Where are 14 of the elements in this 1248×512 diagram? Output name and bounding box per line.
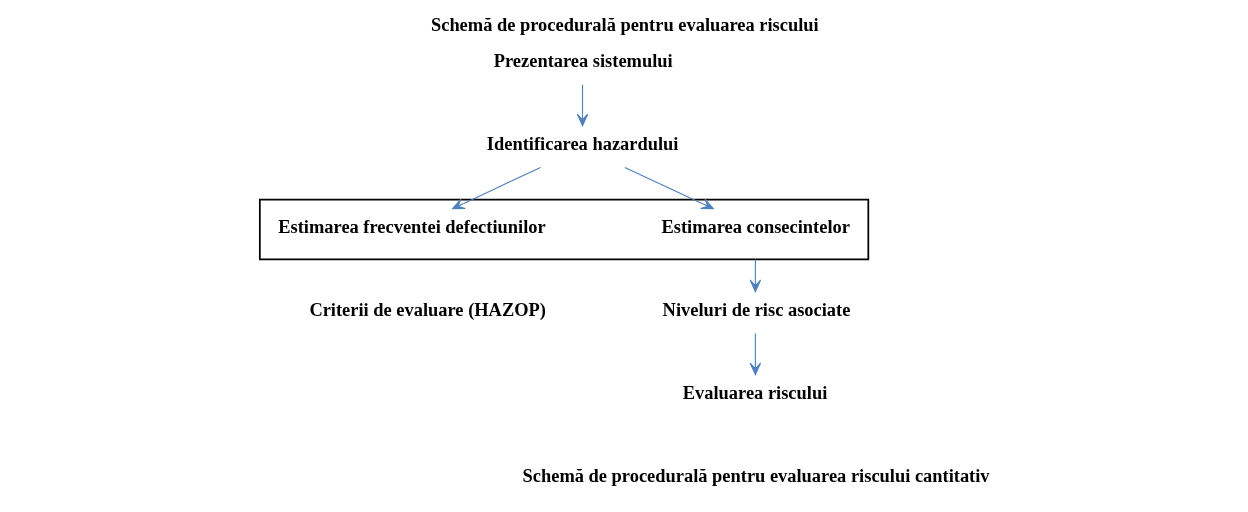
node-text: Evaluarea riscului [682, 382, 828, 403]
arrow [452, 166, 542, 210]
node-text: Niveluri de risc asociate [662, 299, 851, 320]
node-text: Prezentarea sistemului [493, 50, 673, 71]
arrow [749, 258, 762, 293]
arrow [624, 166, 714, 210]
diagram-title: Schemă de procedurală pentru evaluarea riscului [430, 15, 819, 36]
label: Criterii de evaluare (HAZOP) [309, 299, 546, 320]
caption: Schemă de procedurală pentru evaluarea riscului cantitativ [522, 465, 990, 486]
arrow [749, 333, 762, 376]
node-text: Identificarea hazardului [486, 133, 679, 154]
node-text: Estimarea consecintelor [661, 216, 850, 237]
arrow [576, 84, 589, 127]
node-text: Estimarea frecventei defectiunilor [278, 216, 546, 237]
